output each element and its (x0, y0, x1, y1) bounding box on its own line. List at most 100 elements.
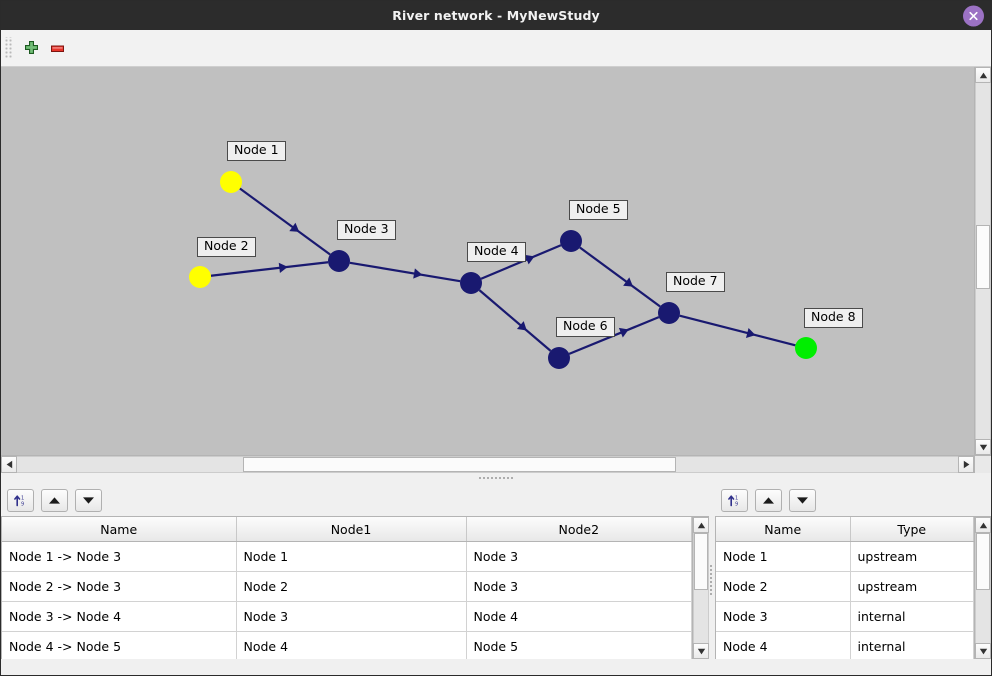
table-row[interactable]: Node 2 -> Node 3 Node 2 Node 3 (2, 571, 693, 602)
canvas-vscroll-track[interactable] (975, 83, 991, 439)
graph-edge[interactable] (349, 261, 461, 283)
branch-column-header-node2[interactable]: Node2 (466, 517, 693, 542)
graph-edge-arrow (278, 262, 288, 274)
scroll-down-button[interactable] (975, 439, 991, 455)
graph-node-node-5[interactable] (560, 230, 582, 252)
node-table-scrollarea[interactable]: Name Type Node 1 upstream Node 2 u (716, 517, 974, 659)
node-column-header-type[interactable]: Type (850, 517, 974, 542)
graph-edge[interactable] (679, 314, 796, 347)
branch-cell-name[interactable]: Node 2 -> Node 3 (2, 571, 237, 602)
graph-edge[interactable] (579, 246, 661, 308)
add-node-button[interactable] (18, 35, 44, 61)
branch-cell-node2[interactable]: Node 3 (466, 571, 693, 602)
vertical-splitter[interactable] (709, 484, 715, 675)
branch-cell-node2[interactable]: Node 3 (466, 541, 693, 572)
network-diagram[interactable]: Node 1 Node 2 Node 3 Node 4 Node 5 Node 6 Node… (1, 67, 974, 455)
table-row[interactable]: Node 4 internal (716, 631, 974, 659)
node-move-up-button[interactable] (755, 488, 782, 512)
node-table-vertical-scrollbar[interactable] (974, 517, 991, 659)
node-cell-name[interactable]: Node 3 (716, 601, 851, 632)
table-row[interactable]: Node 4 -> Node 5 Node 4 Node 5 (2, 631, 693, 659)
branch-vscroll-thumb[interactable] (694, 533, 709, 591)
sort-icon: 1 9 (14, 495, 24, 507)
node-cell-type[interactable]: upstream (850, 541, 974, 572)
branch-cell-node1[interactable]: Node 1 (236, 541, 467, 572)
graph-node-label-node-8[interactable]: Node 8 (804, 308, 863, 328)
node-cell-name[interactable]: Node 1 (716, 541, 851, 572)
graph-node-label-node-2[interactable]: Node 2 (197, 237, 256, 257)
branch-scroll-down-button[interactable] (693, 643, 709, 659)
table-row[interactable]: Node 3 -> Node 4 Node 3 Node 4 (2, 601, 693, 632)
node-cell-name[interactable]: Node 4 (716, 631, 851, 659)
graph-node-label-node-7[interactable]: Node 7 (666, 272, 725, 292)
table-row[interactable]: Node 2 upstream (716, 571, 974, 602)
graph-node-node-2[interactable] (189, 266, 211, 288)
canvas-hscroll-thumb[interactable] (242, 457, 676, 472)
graph-node-node-8[interactable] (795, 337, 817, 359)
toolbar-drag-handle[interactable] (5, 37, 13, 59)
node-cell-name[interactable]: Node 2 (716, 571, 851, 602)
branch-table-vertical-scrollbar[interactable] (692, 517, 709, 659)
branch-vscroll-track[interactable] (693, 533, 709, 643)
scrollbar-corner (974, 456, 991, 473)
table-row[interactable]: Node 1 upstream (716, 541, 974, 572)
graph-node-node-1[interactable] (220, 171, 242, 193)
node-move-down-button[interactable] (789, 488, 816, 512)
branch-cell-node1[interactable]: Node 2 (236, 571, 467, 602)
horizontal-splitter[interactable] (1, 473, 991, 484)
node-sort-button[interactable]: 1 9 (721, 488, 748, 512)
branch-column-header-node1[interactable]: Node1 (236, 517, 467, 542)
branch-pane: 1 9 Name (1, 484, 709, 675)
graph-edge-arrow (516, 321, 527, 331)
graph-node-label-node-5[interactable]: Node 5 (569, 200, 628, 220)
scroll-up-button[interactable] (975, 67, 991, 83)
branch-cell-node2[interactable]: Node 5 (466, 631, 693, 659)
branch-cell-name[interactable]: Node 1 -> Node 3 (2, 541, 237, 572)
graph-edge-arrow (623, 277, 634, 287)
node-cell-type[interactable]: upstream (850, 571, 974, 602)
graph-node-label-node-3[interactable]: Node 3 (337, 220, 396, 240)
table-row[interactable]: Node 3 internal (716, 601, 974, 632)
node-column-header-name[interactable]: Name (716, 517, 851, 542)
canvas-hscroll-track[interactable] (17, 456, 958, 473)
graph-node-node-3[interactable] (328, 250, 350, 272)
graph-node-node-6[interactable] (548, 347, 570, 369)
graph-node-label-node-4[interactable]: Node 4 (467, 242, 526, 262)
graph-node-node-7[interactable] (658, 302, 680, 324)
svg-text:1: 1 (21, 495, 24, 501)
node-cell-type[interactable]: internal (850, 631, 974, 659)
graph-node-node-4[interactable] (460, 272, 482, 294)
node-scroll-up-button[interactable] (975, 517, 991, 533)
canvas-vertical-scrollbar[interactable] (974, 67, 991, 455)
graph-node-label-node-6[interactable]: Node 6 (556, 317, 615, 337)
branch-move-up-button[interactable] (41, 488, 68, 512)
node-vscroll-track[interactable] (975, 533, 991, 643)
branch-column-header-name[interactable]: Name (2, 517, 237, 542)
canvas-vscroll-thumb[interactable] (976, 225, 990, 290)
scroll-right-button[interactable] (958, 456, 974, 473)
canvas-horizontal-scrollbar[interactable] (1, 455, 991, 473)
branch-scroll-up-button[interactable] (693, 517, 709, 533)
branch-sort-button[interactable]: 1 9 (7, 488, 34, 512)
graph-node-label-node-1[interactable]: Node 1 (227, 141, 286, 161)
scroll-left-button[interactable] (1, 456, 17, 473)
close-button[interactable] (963, 5, 984, 26)
bottom-panes: 1 9 Name (1, 484, 991, 675)
graph-edge[interactable] (480, 244, 562, 280)
table-row[interactable]: Node 1 -> Node 3 Node 1 Node 3 (2, 541, 693, 572)
graph-edge[interactable] (478, 289, 552, 352)
graph-edge[interactable] (239, 187, 331, 256)
branch-cell-name[interactable]: Node 4 -> Node 5 (2, 631, 237, 659)
branch-move-down-button[interactable] (75, 488, 102, 512)
branch-cell-node1[interactable]: Node 4 (236, 631, 467, 659)
graph-edge[interactable] (210, 261, 329, 277)
branch-table-scrollarea[interactable]: Name Node1 Node2 Node 1 -> Node 3 Node 1… (2, 517, 693, 659)
branch-cell-node1[interactable]: Node 3 (236, 601, 467, 632)
branch-cell-node2[interactable]: Node 4 (466, 601, 693, 632)
node-cell-type[interactable]: internal (850, 601, 974, 632)
arrow-down-icon (83, 496, 94, 504)
node-scroll-down-button[interactable] (975, 643, 991, 659)
delete-node-button[interactable] (44, 35, 70, 61)
node-vscroll-thumb[interactable] (976, 533, 990, 591)
branch-cell-name[interactable]: Node 3 -> Node 4 (2, 601, 237, 632)
